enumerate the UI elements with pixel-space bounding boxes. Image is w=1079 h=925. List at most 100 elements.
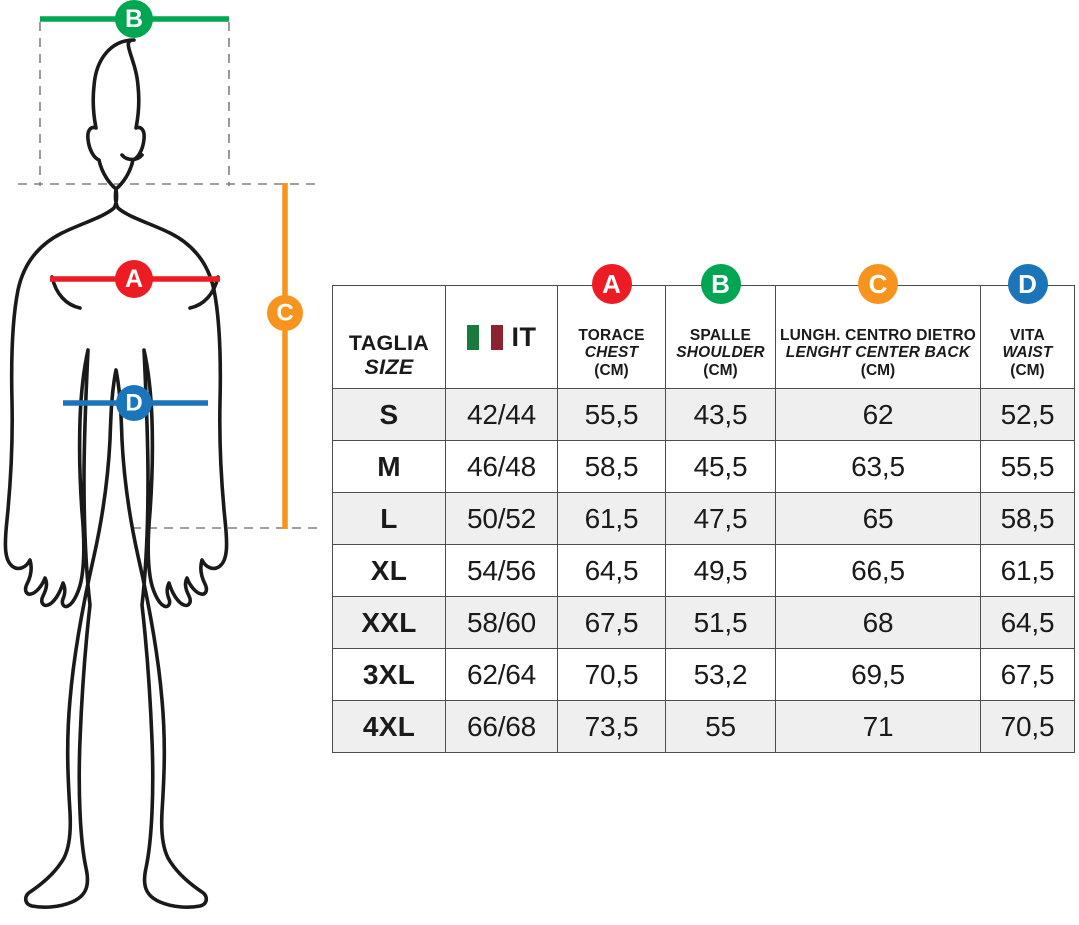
cell-shoulder: 45,5 (665, 440, 776, 493)
cell-size: S (332, 388, 446, 441)
header-cell-size: TAGLIA SIZE (332, 285, 446, 389)
header-cell-chest: A TORACE CHEST (CM) (557, 264, 666, 389)
cell-it: 42/44 (445, 388, 558, 441)
cell-chest: 55,5 (557, 388, 666, 441)
neck-hollow (120, 153, 144, 162)
cell-waist: 64,5 (980, 596, 1075, 649)
cell-size: XL (332, 544, 446, 597)
header-shoulder-it: SPALLE (689, 326, 752, 344)
waist-badge-circle (116, 385, 152, 421)
cell-it: 58/60 (445, 596, 558, 649)
header-chest-unit: (CM) (594, 361, 629, 379)
cell-chest: 64,5 (557, 544, 666, 597)
shoulder-badge-circle (115, 0, 153, 38)
guide-lines (18, 22, 318, 529)
shoulder-badge-letter: B (125, 5, 143, 33)
flag-band-red (490, 324, 503, 350)
header-shoulder-en: SHOULDER (676, 344, 765, 362)
cell-waist: 67,5 (980, 648, 1075, 701)
cell-size: L (332, 492, 446, 545)
header-shoulder-unit: (CM) (703, 361, 738, 379)
header-length-en: LENGHT CENTER BACK (785, 344, 971, 362)
cell-shoulder: 51,5 (665, 596, 776, 649)
cell-waist: 52,5 (980, 388, 1075, 441)
cell-waist: 58,5 (980, 492, 1075, 545)
cell-chest: 70,5 (557, 648, 666, 701)
shoulder-badge-b: B (700, 264, 741, 304)
cell-shoulder: 55 (665, 700, 776, 753)
body-outline (3, 38, 229, 909)
header-chest-en: CHEST (584, 344, 639, 362)
size-table-head: TAGLIA SIZE IT (332, 264, 1075, 389)
length-measure-indicator-c: C (267, 183, 303, 529)
chest-badge-letter: A (125, 265, 143, 293)
cell-it: 62/64 (445, 648, 558, 701)
header-it-label: IT (511, 321, 537, 352)
cell-waist: 55,5 (980, 440, 1075, 493)
flag-band-green (466, 324, 479, 350)
chest-badge-circle (115, 260, 153, 298)
cell-it: 54/56 (445, 544, 558, 597)
cell-size: XXL (332, 596, 446, 649)
header-waist-it: VITA (1010, 326, 1045, 344)
length-badge-circle (267, 295, 303, 331)
cell-chest: 67,5 (557, 596, 666, 649)
cell-it: 50/52 (445, 492, 558, 545)
header-chest-it: TORACE (578, 326, 645, 344)
body-figure-diagram: B A D C (3, 0, 318, 909)
cell-length: 63,5 (775, 440, 981, 493)
cell-length: 62 (775, 388, 981, 441)
waist-badge-d: D (1007, 264, 1048, 304)
cell-shoulder: 47,5 (665, 492, 776, 545)
italy-flag-icon (466, 324, 503, 350)
cell-size: 3XL (332, 648, 446, 701)
cell-length: 68 (775, 596, 981, 649)
cell-chest: 61,5 (557, 492, 666, 545)
waist-badge-letter: D (125, 390, 142, 417)
cell-shoulder: 49,5 (665, 544, 776, 597)
cell-waist: 61,5 (980, 544, 1075, 597)
chest-measure-indicator-a: A (50, 260, 220, 298)
header-waist-en: WAIST (1002, 344, 1053, 362)
cell-it: 46/48 (445, 440, 558, 493)
cell-it: 66/68 (445, 700, 558, 753)
shoulder-measure-indicator-b: B (40, 0, 229, 38)
waist-measure-indicator-d: D (63, 385, 208, 421)
size-table: TAGLIA SIZE IT (332, 264, 1075, 753)
cell-length: 65 (775, 492, 981, 545)
body-contour (3, 38, 229, 909)
body-figure-panel: B A D C (0, 0, 332, 925)
cell-length: 71 (775, 700, 981, 753)
cell-shoulder: 53,2 (665, 648, 776, 701)
chest-badge-a: A (591, 264, 632, 304)
cell-shoulder: 43,5 (665, 388, 776, 441)
header-waist-unit: (CM) (1010, 361, 1045, 379)
cell-size: M (332, 440, 446, 493)
header-size-en: SIZE (364, 354, 414, 379)
cell-chest: 73,5 (557, 700, 666, 753)
cell-length: 66,5 (775, 544, 981, 597)
header-cell-it: IT (445, 285, 558, 389)
length-badge-letter: C (276, 300, 293, 327)
header-size-it: TAGLIA (348, 330, 430, 355)
header-length-unit: (CM) (860, 361, 896, 379)
header-cell-length: C LUNGH. CENTRO DIETRO LENGHT CENTER BAC… (775, 264, 981, 389)
size-table-container: TAGLIA SIZE IT (332, 264, 1075, 753)
cell-waist: 70,5 (980, 700, 1075, 753)
flag-band-white (478, 324, 491, 350)
length-badge-c: C (858, 264, 898, 304)
cell-length: 69,5 (775, 648, 981, 701)
cell-chest: 58,5 (557, 440, 666, 493)
header-length-it: LUNGH. CENTRO DIETRO (779, 326, 977, 344)
header-cell-shoulder: B SPALLE SHOULDER (CM) (665, 264, 776, 389)
header-cell-waist: D VITA WAIST (CM) (980, 264, 1075, 389)
